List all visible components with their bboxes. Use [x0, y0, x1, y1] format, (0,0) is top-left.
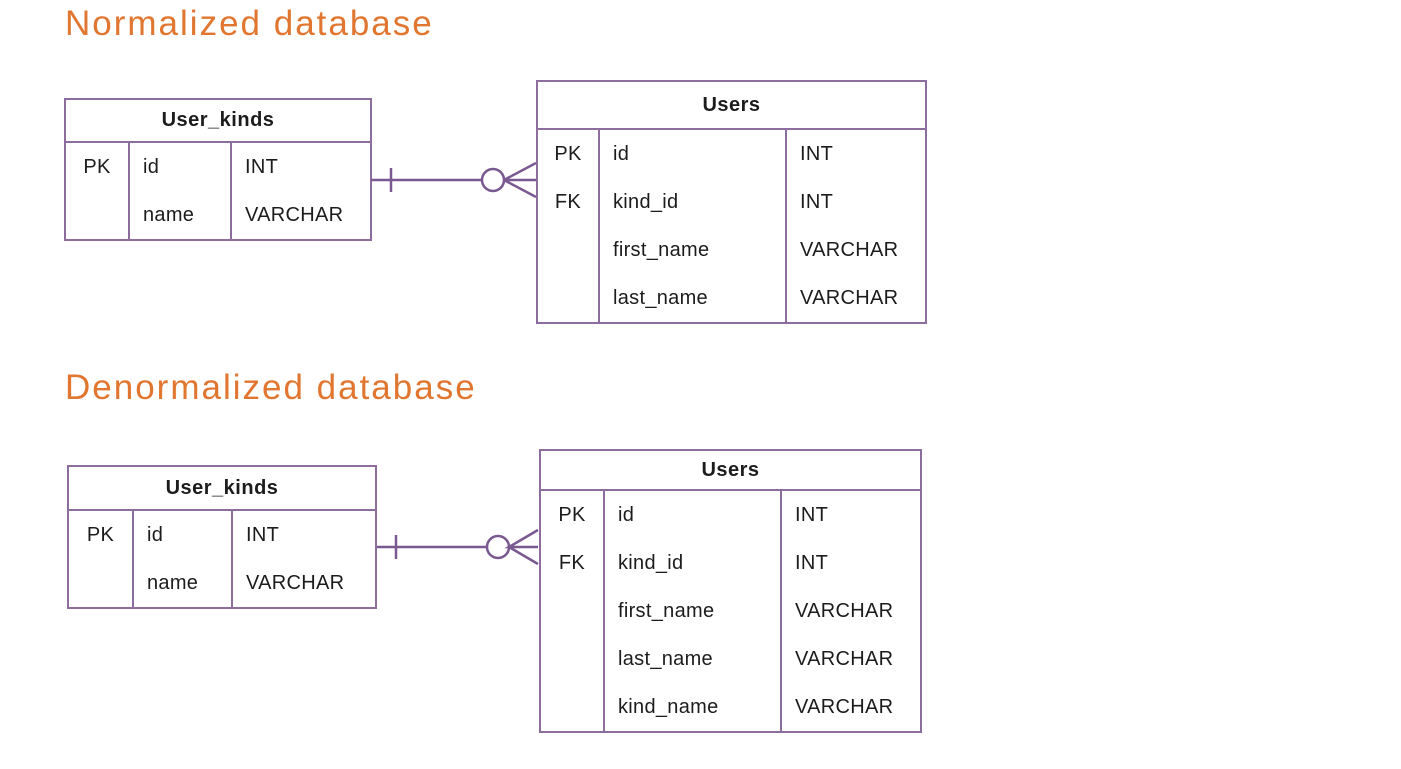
table-title: Users [538, 82, 925, 130]
cell-field-name: id [613, 142, 630, 165]
table-title: User_kinds [69, 467, 375, 511]
cell-key [538, 274, 598, 322]
field-name-column: id kind_id first_name last_name [598, 130, 785, 322]
field-name-column: id name [132, 511, 231, 607]
cell-field-name: kind_name [618, 695, 719, 718]
cell-key: PK [83, 155, 111, 178]
cell-key [541, 587, 603, 635]
section-heading-denormalized: Denormalized database [65, 368, 477, 407]
relationship-connector-normalized [371, 161, 537, 199]
cell-field-name: name [143, 203, 195, 226]
cell-field-type: VARCHAR [800, 238, 899, 261]
key-column: PK [66, 143, 128, 239]
cell-field-name: kind_id [613, 190, 679, 213]
cell-field-name: name [147, 571, 199, 594]
table-body: PK FK id kind_id first_name last_name ki… [541, 491, 920, 731]
field-type-column: INT VARCHAR [230, 143, 370, 239]
cell-field-type: INT [795, 551, 829, 574]
cell-key [541, 635, 603, 683]
table-body: PK id name INT VARCHAR [66, 143, 370, 239]
cell-field-type: INT [246, 523, 280, 546]
cell-field-type: VARCHAR [800, 286, 899, 309]
key-column: PK FK [541, 491, 603, 731]
cell-key [69, 559, 132, 607]
key-column: PK [69, 511, 132, 607]
field-name-column: id name [128, 143, 230, 239]
cell-key [66, 191, 128, 239]
cell-field-type: INT [800, 190, 834, 213]
entity-table-users-denormalized: Users PK FK id kind_id first_name last_n… [539, 449, 922, 733]
entity-table-users-normalized: Users PK FK id kind_id first_name last_n… [536, 80, 927, 324]
cell-field-name: first_name [613, 238, 710, 261]
cell-field-type: VARCHAR [246, 571, 345, 594]
cell-field-type: VARCHAR [245, 203, 344, 226]
cell-field-name: last_name [613, 286, 708, 309]
cell-field-name: id [143, 155, 160, 178]
field-type-column: INT INT VARCHAR VARCHAR [785, 130, 925, 322]
cardinality-zero-circle [485, 534, 511, 560]
cardinality-zero-circle [480, 167, 506, 193]
crow-foot-many-icon [503, 161, 537, 199]
cell-field-type: VARCHAR [795, 599, 894, 622]
cell-field-type: INT [795, 503, 829, 526]
table-body: PK id name INT VARCHAR [69, 511, 375, 607]
cell-field-name: id [618, 503, 635, 526]
entity-table-user-kinds-denormalized: User_kinds PK id name INT VARCHAR [67, 465, 377, 609]
entity-table-user-kinds-normalized: User_kinds PK id name INT VARCHAR [64, 98, 372, 241]
field-name-column: id kind_id first_name last_name kind_nam… [603, 491, 780, 731]
cell-key: PK [558, 503, 586, 526]
cell-field-name: first_name [618, 599, 715, 622]
cell-field-type: INT [245, 155, 279, 178]
field-type-column: INT INT VARCHAR VARCHAR VARCHAR [780, 491, 920, 731]
section-heading-normalized: Normalized database [65, 4, 434, 43]
cell-key: PK [86, 523, 115, 546]
cell-field-type: VARCHAR [795, 695, 894, 718]
cell-field-name: id [147, 523, 164, 546]
cell-key: PK [554, 142, 582, 165]
crow-foot-many-icon [504, 528, 539, 566]
table-title: Users [541, 451, 920, 491]
relationship-connector-denormalized [377, 528, 539, 566]
key-column: PK FK [538, 130, 598, 322]
table-body: PK FK id kind_id first_name last_name IN… [538, 130, 925, 322]
cell-field-type: VARCHAR [795, 647, 894, 670]
cell-field-type: INT [800, 142, 834, 165]
field-type-column: INT VARCHAR [231, 511, 375, 607]
cell-key [538, 226, 598, 274]
cell-field-name: kind_id [618, 551, 684, 574]
cell-key: FK [558, 551, 586, 574]
cell-key: FK [554, 190, 582, 213]
cell-key [541, 683, 603, 731]
cell-field-name: last_name [618, 647, 713, 670]
table-title: User_kinds [66, 100, 370, 143]
